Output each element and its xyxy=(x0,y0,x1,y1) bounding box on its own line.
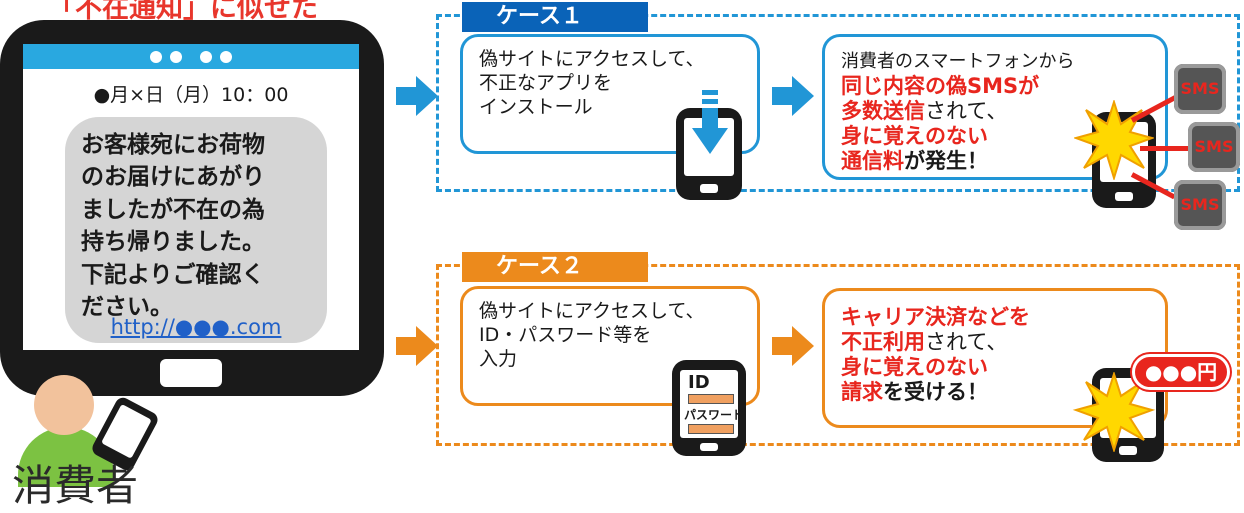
message-line: のお届けにあがり xyxy=(81,164,265,191)
smartphone: ●月×日（月）10：00 お客様宛にお荷物 のお届けにあがり ましたが不在の為 … xyxy=(0,20,384,396)
alert-burst-icon xyxy=(1072,372,1156,452)
message-line: お客様宛にお荷物 xyxy=(81,132,265,158)
case2-step2-text: キャリア決済などを 不正利用されて、 身に覚えのない 請求を受ける！ xyxy=(841,305,1030,404)
case2-step1-text: 偽サイトにアクセスして、 ID・パスワード等を 入力 xyxy=(479,300,705,370)
fake-link[interactable]: http://●●●.com xyxy=(110,315,282,339)
status-dot-icon xyxy=(200,50,212,63)
sms-icon: SMS xyxy=(1174,180,1226,230)
arrow-right-icon xyxy=(772,76,814,116)
message-datetime: ●月×日（月）10：00 xyxy=(93,84,289,106)
message-line: 持ち帰りました。 xyxy=(81,229,265,256)
home-button xyxy=(160,359,222,387)
message-line: ださい。 xyxy=(81,294,173,321)
case2-frame xyxy=(436,264,1240,446)
password-input-field xyxy=(688,424,734,434)
download-arrow-icon xyxy=(692,90,728,154)
case1-frame xyxy=(436,14,1240,192)
case1-step1-text: 偽サイトにアクセスして、 不正なアプリを インストール xyxy=(479,48,705,118)
status-dot-icon xyxy=(220,50,232,63)
phone-status-bar xyxy=(23,44,359,69)
message-line: ましたが不在の為 xyxy=(81,196,265,223)
case1-step2-text: 消費者のスマートフォンから 同じ内容の偽SMSが 多数送信されて、 身に覚えのな… xyxy=(841,51,1075,173)
message-line: 下記よりご確認く xyxy=(81,261,265,288)
status-dot-icon xyxy=(150,50,162,63)
sms-icon: SMS xyxy=(1174,64,1226,114)
password-label: パスワード xyxy=(684,408,745,422)
arrow-right-icon xyxy=(396,326,438,366)
arrow-right-icon xyxy=(396,76,438,116)
consumer-label: 消費者 xyxy=(12,461,139,510)
charge-badge: ●●●円 xyxy=(1132,354,1230,390)
case2-tab: ケース２ xyxy=(462,252,648,282)
sms-ray xyxy=(1140,146,1190,151)
sms-icon: SMS xyxy=(1188,122,1240,172)
case1-tab: ケース１ xyxy=(462,2,648,32)
consumer-head-icon xyxy=(34,375,94,435)
phone-screen: ●月×日（月）10：00 お客様宛にお荷物 のお届けにあがり ましたが不在の為 … xyxy=(23,44,359,350)
id-input-field xyxy=(688,394,734,404)
sms-message-bubble: お客様宛にお荷物 のお届けにあがり ましたが不在の為 持ち帰りました。 下記より… xyxy=(65,117,327,343)
id-label: ID xyxy=(688,372,710,393)
arrow-right-icon xyxy=(772,326,814,366)
status-dot-icon xyxy=(170,50,182,63)
